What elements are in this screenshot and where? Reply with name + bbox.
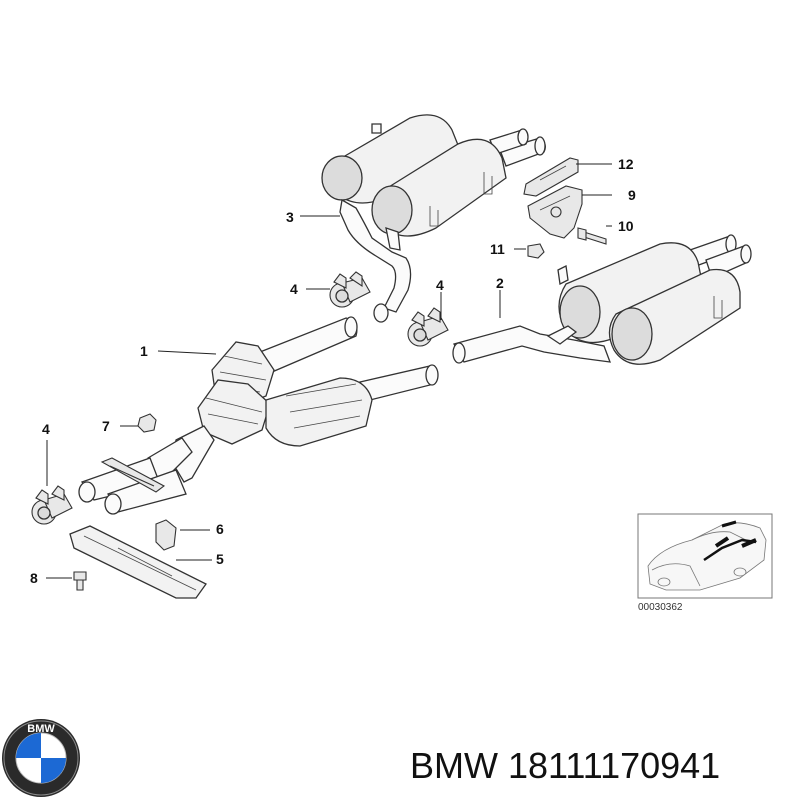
label-part-6: 6 bbox=[216, 521, 224, 537]
label-part-3: 3 bbox=[286, 209, 294, 225]
part-11-nut bbox=[527, 243, 545, 259]
label-part-4-upper-right: 4 bbox=[436, 277, 444, 293]
label-part-9: 9 bbox=[628, 187, 636, 203]
leader-lines bbox=[46, 163, 612, 579]
part-4-clamp-lower bbox=[31, 485, 73, 525]
diagram-reference-code: 00030362 bbox=[638, 602, 683, 613]
part-10-bolt bbox=[577, 227, 607, 245]
part-9-rubber-mount bbox=[527, 185, 583, 239]
part-6-mount bbox=[155, 519, 177, 551]
part-3-rear-silencer-left bbox=[321, 114, 546, 323]
logo-text: BMW bbox=[27, 723, 55, 735]
part-4-clamp-upper-left bbox=[329, 271, 371, 308]
label-part-4-lower: 4 bbox=[42, 421, 50, 437]
label-part-12: 12 bbox=[618, 156, 634, 172]
part-4-clamp-upper-right bbox=[407, 307, 449, 347]
label-part-7: 7 bbox=[102, 418, 110, 434]
part-2-rear-silencer-right bbox=[452, 234, 752, 365]
part-12-bracket bbox=[523, 157, 579, 197]
part-5-heat-shield bbox=[69, 525, 207, 599]
label-part-4-upper-left: 4 bbox=[290, 281, 298, 297]
label-part-1: 1 bbox=[140, 343, 148, 359]
label-part-11: 11 bbox=[490, 241, 505, 257]
label-part-8: 8 bbox=[30, 570, 38, 586]
label-part-5: 5 bbox=[216, 551, 224, 567]
part-8-bolt bbox=[73, 571, 87, 591]
label-part-2: 2 bbox=[496, 275, 504, 291]
part-1-front-pipe-catalyst bbox=[78, 316, 439, 515]
label-part-10: 10 bbox=[618, 218, 634, 234]
vehicle-locator-inset bbox=[637, 513, 773, 599]
part-number-caption: BMW 18111170941 bbox=[410, 745, 720, 786]
part-7-nut bbox=[137, 413, 157, 433]
bmw-roundel-logo: BMW bbox=[2, 719, 80, 797]
